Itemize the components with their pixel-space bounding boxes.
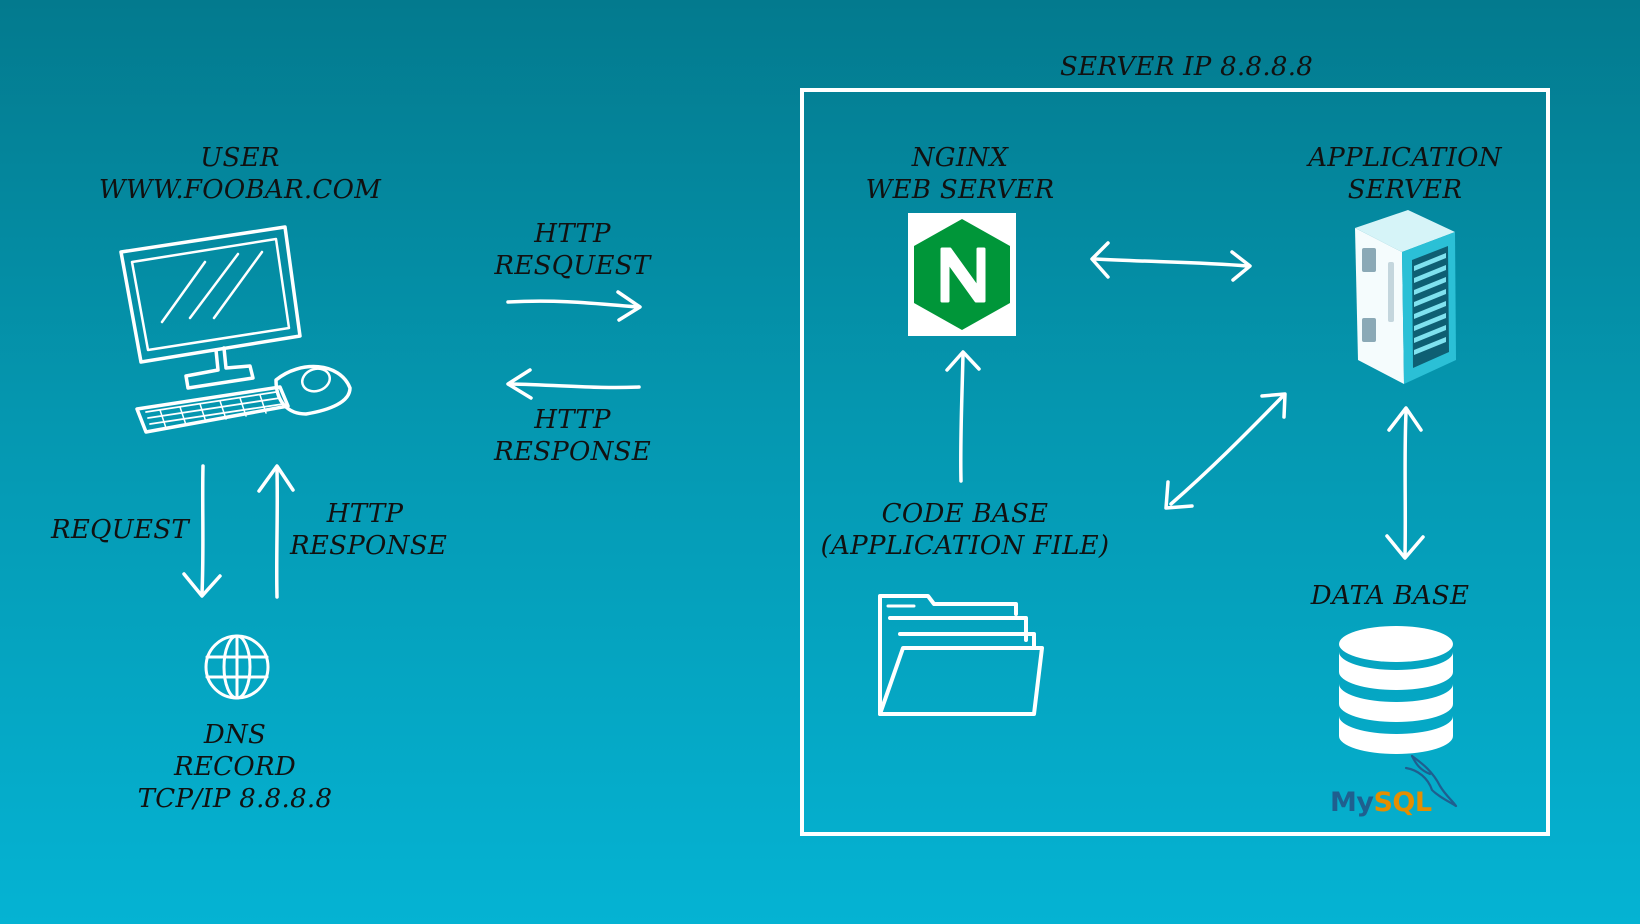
server-ip-label: SERVER IP 8.8.8.8 <box>1060 52 1314 82</box>
app-server-label: APPLICATION SERVER <box>1308 143 1502 205</box>
appserver-db-arrow <box>1385 406 1425 560</box>
nginx-label: NGINX WEB SERVER <box>865 143 1055 205</box>
http-request-arrow <box>506 290 642 322</box>
request-down-arrow <box>182 464 222 598</box>
server-boundary-box <box>800 88 1550 836</box>
request-label: REQUEST <box>50 515 190 545</box>
user-label: USER WWW.FOOBAR.COM <box>98 143 382 205</box>
database-icon <box>1339 626 1453 754</box>
codebase-nginx-arrow <box>945 350 981 483</box>
globe-icon <box>204 634 270 700</box>
codebase-appserver-arrow <box>1164 392 1287 510</box>
desktop-computer-icon <box>119 225 352 434</box>
server-rack-icon <box>1355 210 1456 384</box>
nginx-appserver-arrow <box>1090 241 1252 282</box>
mysql-dolphin-icon <box>1404 754 1458 808</box>
http-request-label: HTTP RESQUEST <box>494 219 651 281</box>
folder-icon <box>878 594 1044 716</box>
code-base-label: CODE BASE (APPLICATION FILE) <box>820 499 1110 561</box>
database-label: DATA BASE <box>1310 581 1470 611</box>
http-response-arrow <box>506 368 641 400</box>
response-up-arrow <box>257 464 295 599</box>
http-response-left-label: HTTP RESPONSE <box>290 499 448 561</box>
nginx-logo <box>908 213 1016 336</box>
dns-label: DNS RECORD TCP/IP 8.8.8.8 <box>137 720 333 814</box>
http-response-mid-label: HTTP RESPONSE <box>493 405 652 467</box>
mysql-logo: MySQL <box>1330 787 1432 818</box>
